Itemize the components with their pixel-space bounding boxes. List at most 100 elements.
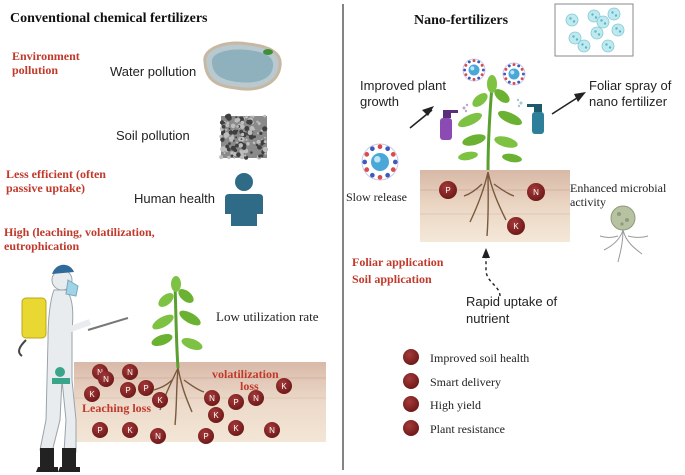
foliar-spray-label: Foliar spray of nano fertilizer (589, 78, 675, 109)
nano-dot-icon (590, 26, 604, 40)
nutrient-letter: K (213, 411, 219, 420)
benefit-label: Plant resistance (430, 422, 505, 436)
nano-dot-icon (587, 9, 601, 23)
growth-arrow-icon (409, 106, 434, 129)
nanoparticle-icon (462, 58, 486, 82)
nutrient-letter: P (233, 398, 238, 407)
benefit-label: Smart delivery (430, 375, 501, 389)
left-title: Conventional chemical fertilizers (10, 11, 208, 26)
nutrient-letter: N (155, 432, 161, 441)
soil-application-label: Soil application (352, 272, 432, 286)
nano-dot-icon (565, 13, 579, 27)
nutrient-ball: K (276, 378, 292, 394)
nutrient-letter: P (445, 186, 450, 195)
nutrient-ball: N (204, 390, 220, 406)
uptake-arrow-icon (482, 248, 501, 297)
nutrient-ball: K (228, 420, 244, 436)
nutrient-ball: P (138, 380, 154, 396)
nanoparticle-box-icon (554, 3, 634, 57)
right-nutrient-balls: P N K (439, 181, 545, 235)
nutrient-letter: N (127, 368, 133, 377)
nutrient-letter: K (513, 222, 519, 231)
nutrient-letter: K (89, 390, 95, 399)
right-plant-icon (458, 75, 522, 173)
right-roots-icon (463, 171, 515, 237)
nutrient-ball: K (152, 392, 168, 408)
benefit-item: Smart delivery (403, 373, 501, 389)
enhanced-microbial-label: Enhanced microbial activity (570, 181, 669, 209)
rapid-uptake-label: Rapid uptake of nutrient (466, 294, 561, 326)
nutrient-ball: K (507, 217, 525, 235)
nano-dot-icon (577, 39, 591, 53)
high-leaching-label: High (leaching, volatilization, eutrophi… (4, 225, 158, 253)
benefit-item: Plant resistance (403, 420, 505, 436)
nutrient-ball: N (248, 390, 264, 406)
nutrient-ball: N (122, 364, 138, 380)
slow-release-particle-icon (361, 143, 399, 181)
benefit-label: High yield (430, 398, 481, 412)
volatilization-loss-label: volatilization loss (212, 367, 282, 393)
right-title: Nano-fertilizers (414, 13, 509, 28)
foliar-application-label: Foliar application (352, 255, 444, 269)
benefit-label: Improved soil health (430, 351, 529, 365)
nutrient-letter: P (203, 432, 208, 441)
nutrient-ball: N (98, 371, 114, 387)
benefits-list: Improved soil health Smart delivery High… (403, 349, 529, 436)
nutrient-letter: N (533, 188, 539, 197)
nutrient-letter: N (253, 394, 259, 403)
nanoparticle-cluster-icon (462, 58, 526, 86)
nano-dot-icon (596, 15, 610, 29)
microbe-icon (599, 205, 649, 263)
benefit-bullet-icon (403, 373, 419, 389)
teal-spray-bottle-icon (516, 98, 544, 134)
less-efficient-label: Less efficient (often passive uptake) (6, 167, 109, 195)
improved-growth-label: Improved plant growth (360, 78, 450, 109)
nanoparticle-icon (502, 62, 526, 86)
nutrient-ball: K (208, 407, 224, 423)
nutrient-ball: P (92, 422, 108, 438)
nutrient-letter: N (103, 375, 109, 384)
low-utilization-label: Low utilization rate (216, 309, 319, 324)
nutrient-ball: P (228, 394, 244, 410)
nutrient-letter: K (157, 396, 163, 405)
benefit-item: High yield (403, 396, 481, 412)
nutrient-ball: N (527, 183, 545, 201)
nutrient-ball: N (264, 422, 280, 438)
nutrient-letter: P (125, 386, 130, 395)
nutrient-ball: K (122, 422, 138, 438)
nano-dot-icon (607, 7, 621, 21)
nutrient-letter: K (127, 426, 133, 435)
human-health-label: Human health (134, 191, 215, 206)
benefit-item: Improved soil health (403, 349, 529, 365)
foliar-arrow-icon (551, 92, 586, 115)
nutrient-letter: P (143, 384, 148, 393)
nutrient-ball: P (439, 181, 457, 199)
benefit-bullet-icon (403, 396, 419, 412)
right-soil-block (420, 170, 570, 242)
nutrient-letter: N (209, 394, 215, 403)
nutrient-ball: N (150, 428, 166, 444)
water-pond-icon (203, 41, 282, 91)
nutrient-letter: K (281, 382, 287, 391)
nutrient-letter: N (269, 426, 275, 435)
leaching-loss-label: Leaching loss (82, 401, 151, 415)
benefit-bullet-icon (403, 349, 419, 365)
left-soil-block (74, 362, 326, 442)
purple-spray-bottle-icon (440, 103, 469, 140)
nutrient-letter: P (97, 426, 102, 435)
soil-pollution-icon (219, 113, 269, 160)
environment-pollution-label: Environment pollution (12, 49, 83, 77)
nutrient-ball: P (198, 428, 214, 444)
water-pollution-label: Water pollution (110, 64, 196, 79)
farmer-sprayer-icon (18, 264, 129, 472)
nutrient-letter: K (233, 424, 239, 433)
nutrient-letter: N (97, 368, 103, 377)
nutrient-ball: K (84, 386, 100, 402)
nutrient-ball: P (120, 382, 136, 398)
human-health-icon (225, 173, 263, 226)
slow-release-label: Slow release (346, 190, 407, 204)
benefit-bullet-icon (403, 420, 419, 436)
nano-dot-icon (568, 31, 582, 45)
